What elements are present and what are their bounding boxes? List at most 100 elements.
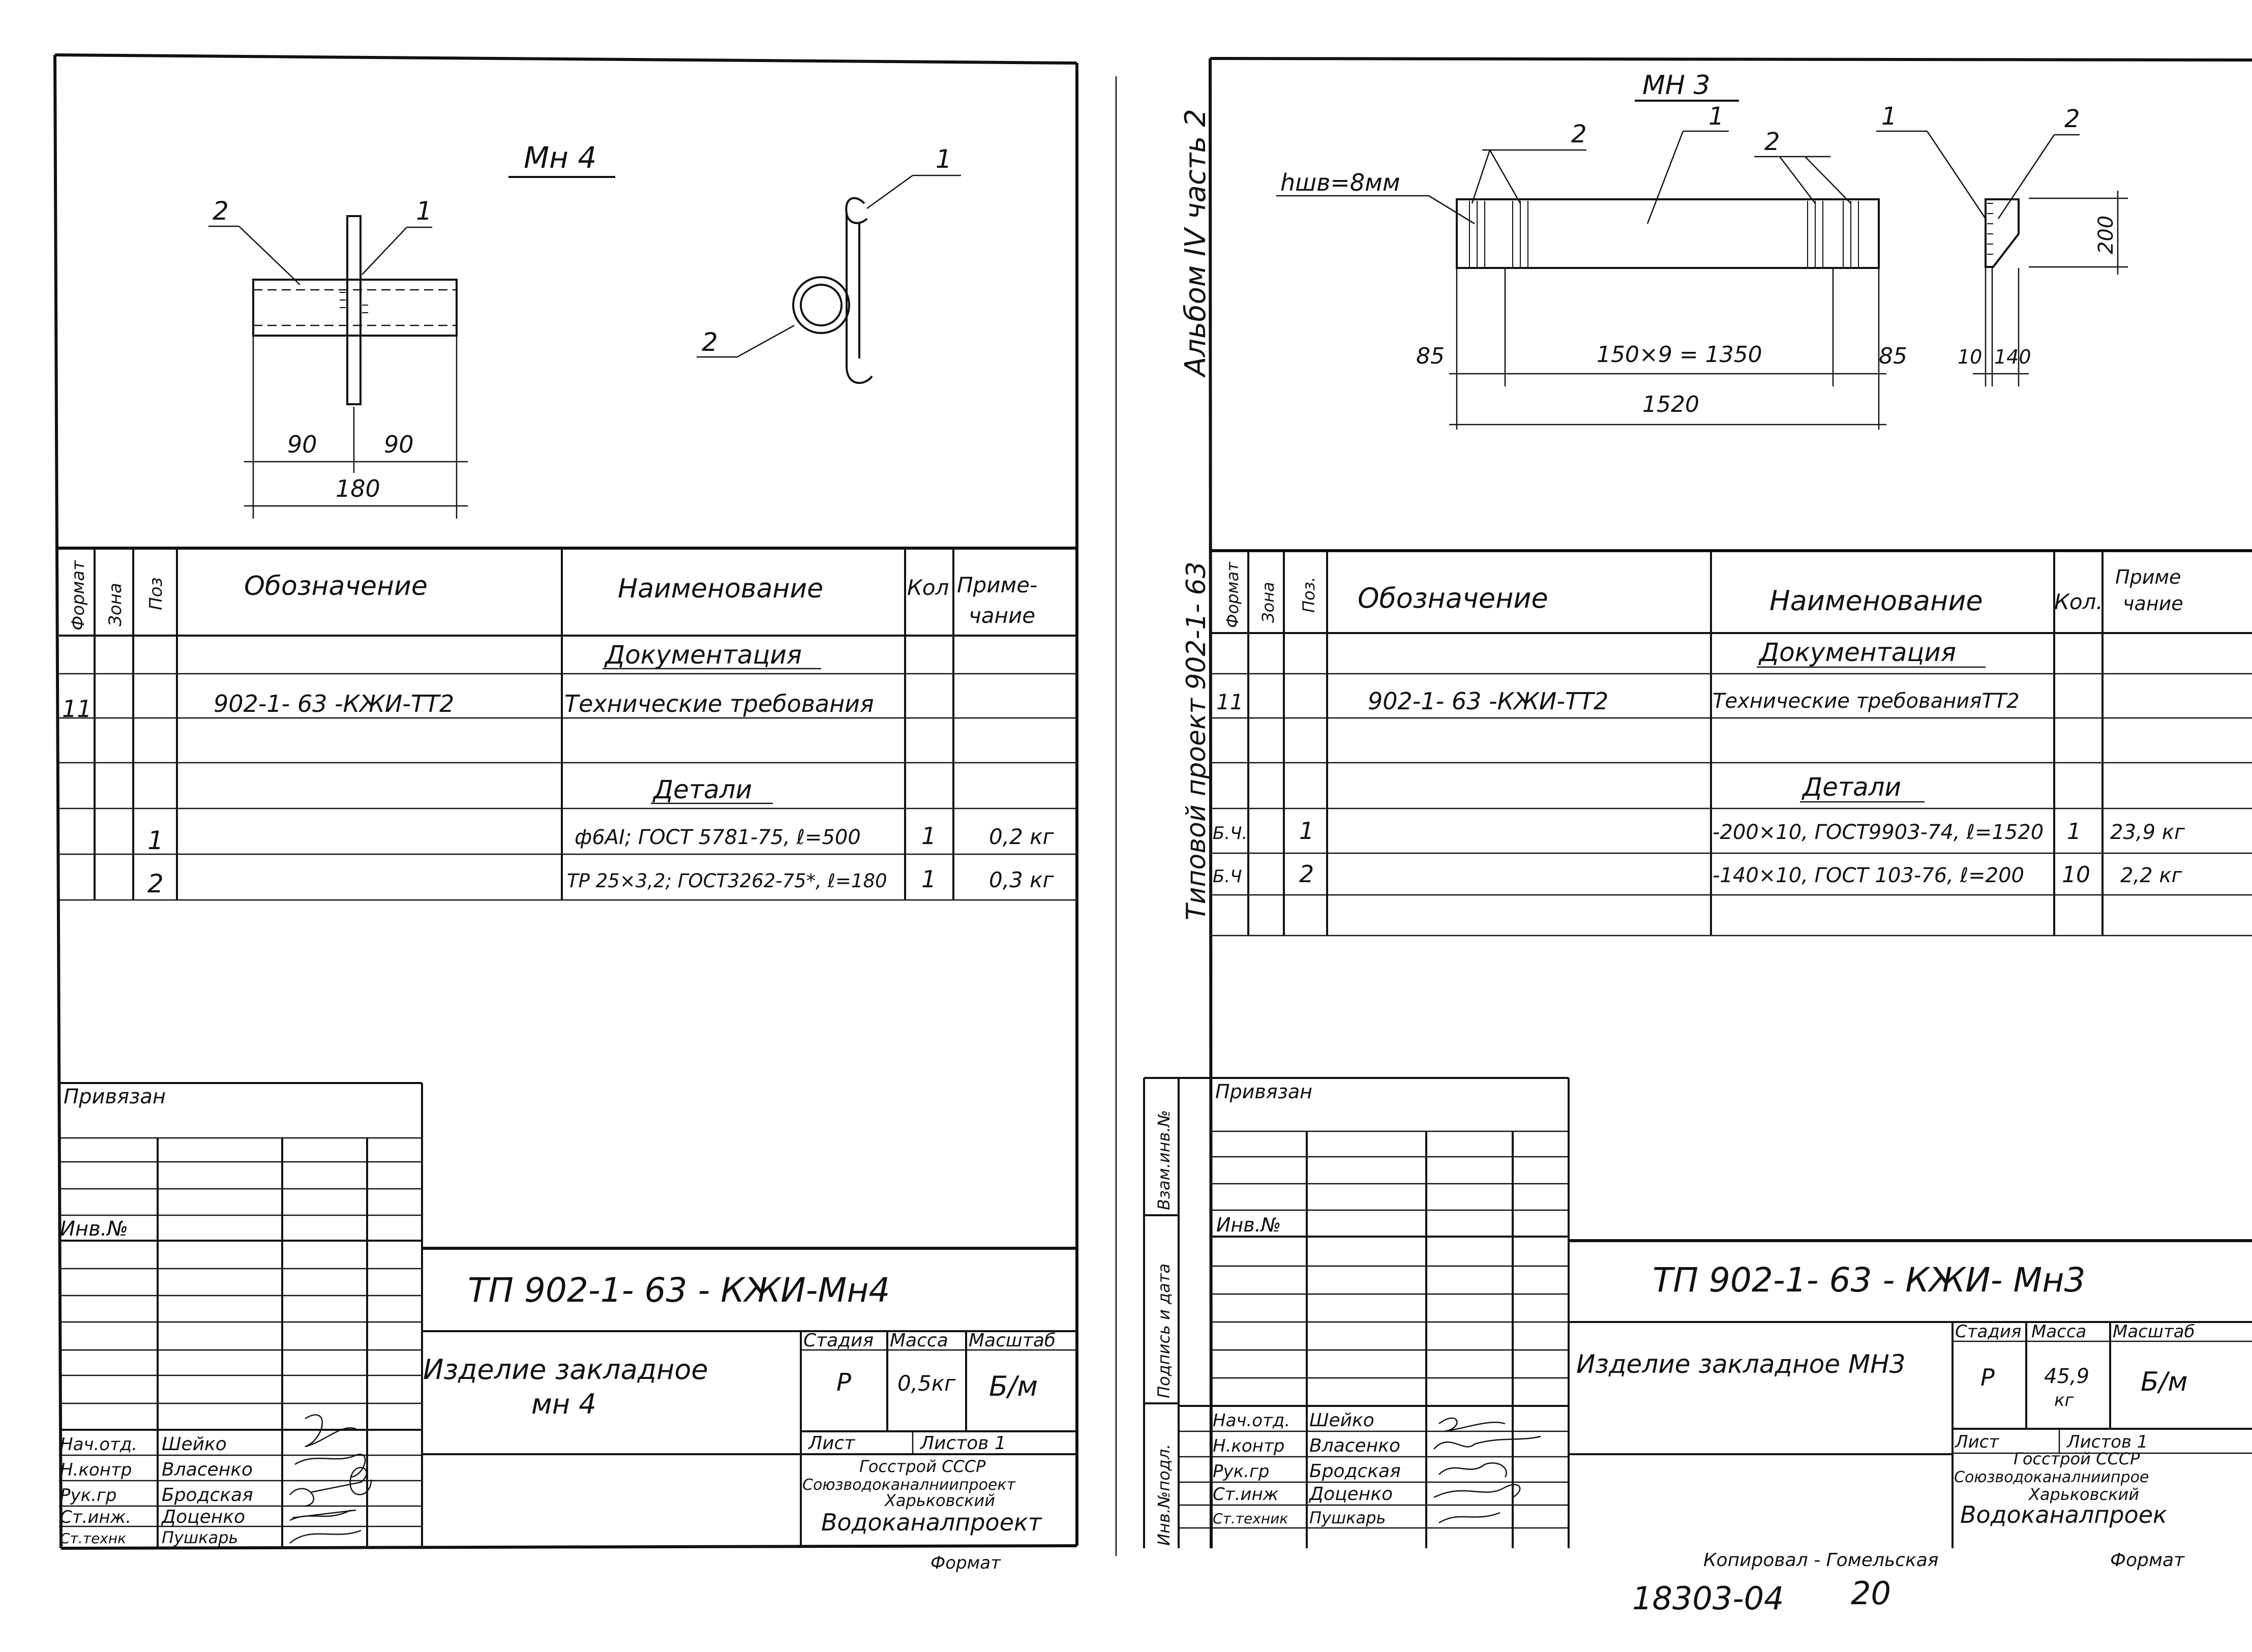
- r-spec-h-qty: Кол.: [2054, 589, 2103, 614]
- spec-h-format: Формат: [68, 560, 88, 630]
- stamp-org4: Водоканалпроект: [821, 1509, 1042, 1536]
- stamp-org1: Госстрой СССР: [859, 1457, 986, 1476]
- stamp-org2: Союзводоканалниипроект: [802, 1476, 1016, 1494]
- spec-row-0-name: Документация: [604, 640, 802, 670]
- spec-h-zone: Зона: [105, 583, 126, 626]
- spec-h-name: Наименование: [618, 574, 823, 604]
- spec-h-designation: Обозначение: [244, 571, 428, 602]
- r-stamp-scale-h: Масштаб: [2113, 1321, 2195, 1342]
- stamp-product-2: мн 4: [531, 1388, 596, 1420]
- r-stamp-org3: Харьковский: [2028, 1485, 2139, 1504]
- r-spec-h-pos: Поз.: [1299, 577, 1318, 613]
- left-sheet: Мн 4 2 1 90 90 180 1: [53, 53, 1078, 1573]
- stamp-role-2: Рук.гр: [60, 1485, 116, 1506]
- r-stamp-role-2: Рук.гр: [1213, 1461, 1269, 1482]
- stamp-sheet: Лист: [807, 1433, 855, 1454]
- mn3-dim-85a: 85: [1416, 343, 1445, 369]
- r-stamp-name-0: Шейко: [1309, 1410, 1374, 1431]
- spec-row-5-qty: 1: [921, 865, 936, 893]
- spec-row-4-pos: 1: [147, 826, 164, 855]
- mn3-callout-2a: 2: [1571, 120, 1587, 148]
- r-spec-h-format: Формат: [1223, 561, 1242, 628]
- r-spec-h-designation: Обозначение: [1358, 582, 1548, 614]
- r-stamp-invpodl: Инв.№подл.: [1154, 1444, 1174, 1546]
- r-stamp-mass-h: Масса: [2031, 1321, 2086, 1342]
- r-spec-row-5-note: 2,2 кг: [2120, 864, 2182, 887]
- spec-row-1-name: Технические требования: [564, 690, 874, 717]
- mn4-title: Мн 4: [524, 140, 596, 175]
- r-stamp-scale: Б/м: [2141, 1367, 2187, 1397]
- r-stamp-sheets: Листов 1: [2066, 1432, 2148, 1452]
- r-stamp-name-3: Доценко: [1308, 1484, 1393, 1505]
- mn3-title: МН 3: [1642, 70, 1710, 101]
- r-stamp-name-4: Пушкарь: [1309, 1508, 1386, 1527]
- r-spec-row-0-name: Документация: [1758, 638, 1956, 667]
- r-spec-row-3-name: Детали: [1801, 772, 1901, 802]
- stamp-inv: Инв.№: [60, 1217, 128, 1241]
- mn4-callout-1: 1: [416, 196, 432, 226]
- mn3-side-callout-2: 2: [2064, 105, 2080, 133]
- r-stamp-role-4: Ст.техник: [1213, 1510, 1288, 1527]
- spec-row-4-qty: 1: [921, 822, 936, 850]
- spec-h-qty: Кол: [907, 575, 949, 600]
- stamp-role-3: Ст.инж.: [60, 1507, 131, 1527]
- r-bottom-code: 18303-04: [1632, 1580, 1784, 1617]
- stamp-name-3: Доценко: [161, 1507, 245, 1527]
- mn3-side-callout-1: 1: [1881, 102, 1897, 131]
- r-spec-row-4-name: -200×10, ГОСТ9903-74, ℓ=1520: [1713, 821, 2044, 844]
- stamp-org3: Харьковский: [884, 1491, 995, 1510]
- mn4-dim-90b: 90: [384, 431, 414, 458]
- stamp-name-2: Бродская: [162, 1485, 253, 1506]
- spec-h-note1: Приме-: [957, 573, 1037, 597]
- spec-row-1-format: 11: [62, 695, 92, 723]
- r-spec-row-5-name: -140×10, ГОСТ 103-76, ℓ=200: [1713, 864, 2024, 887]
- r-spec-row-5-qty: 10: [2062, 862, 2090, 888]
- mn3-dim-1520: 1520: [1642, 392, 1699, 417]
- spec-h-note2: чание: [969, 603, 1035, 628]
- r-copied: Копировал - Гомельская: [1703, 1550, 1938, 1571]
- stamp-name-4: Пушкарь: [162, 1528, 238, 1547]
- mn3-dim-85b: 85: [1879, 343, 1907, 369]
- stamp-mass: 0,5кг: [897, 1371, 956, 1396]
- stamp-code: ТП 902-1- 63 - КЖИ-Мн4: [468, 1271, 890, 1310]
- r-stamp-vzam: Взам.инв.№: [1154, 1110, 1174, 1210]
- r-spec-row-5-format: Б.Ч: [1213, 866, 1242, 887]
- mn4-dim-180: 180: [336, 475, 380, 502]
- side-text-album: Альбом IV часть 2: [1179, 109, 1212, 378]
- mn3-callout-1: 1: [1708, 102, 1724, 131]
- r-stamp-role-1: Н.контр: [1213, 1436, 1284, 1456]
- stamp-scale: Б/м: [989, 1370, 1038, 1402]
- mn3-callout-2b: 2: [1764, 128, 1780, 156]
- r-stamp-sheet: Лист: [1954, 1432, 1999, 1452]
- r-stamp-inv: Инв.№: [1216, 1214, 1281, 1236]
- r-stamp-org4: Водоканалпроек: [1960, 1501, 2167, 1528]
- r-spec-row-5-pos: 2: [1299, 860, 1314, 888]
- stamp-product-1: Изделие закладное: [423, 1354, 708, 1386]
- mn3-dim-10: 10: [1958, 346, 1982, 368]
- r-spec-row-1-name: Технические требованияТТ2: [1713, 689, 2020, 713]
- spec-h-pos: Поз: [146, 578, 166, 610]
- r-spec-h-zone: Зона: [1258, 582, 1278, 623]
- mn4-side-callout-2: 2: [702, 327, 718, 357]
- r-stamp-name-1: Власенко: [1309, 1435, 1400, 1456]
- stamp-stage: Р: [836, 1368, 851, 1397]
- r-stamp-stage-h: Стадия: [1955, 1321, 2021, 1342]
- r-stamp-org1: Госстрой СССР: [2014, 1449, 2140, 1468]
- r-spec-h-name: Наименование: [1769, 585, 1983, 617]
- r-stamp-privyazan: Привязан: [1215, 1080, 1312, 1103]
- r-stamp-mass-unit: кг: [2054, 1390, 2075, 1410]
- stamp-sheets: Листов 1: [919, 1433, 1006, 1454]
- stamp-scale-h: Масштаб: [969, 1330, 1056, 1351]
- r-stamp-org2: Союзводоканалниипрое: [1954, 1468, 2149, 1486]
- stamp-privyazan: Привязан: [64, 1085, 166, 1108]
- r-spec-row-1-format: 11: [1216, 689, 1243, 714]
- r-spec-h-note1: Приме: [2115, 566, 2181, 588]
- stamp-name-0: Шейко: [162, 1434, 227, 1455]
- spec-row-5-name: ТР 25×3,2; ГОСТ3262-75*, ℓ=180: [567, 870, 887, 892]
- left-format-label: Формат: [930, 1553, 1001, 1573]
- spec-row-5-note: 0,3 кг: [989, 867, 1055, 892]
- r-spec-row-4-qty: 1: [2067, 819, 2081, 845]
- stamp-name-1: Власенко: [162, 1459, 253, 1480]
- signatures-right: [1433, 1417, 1541, 1524]
